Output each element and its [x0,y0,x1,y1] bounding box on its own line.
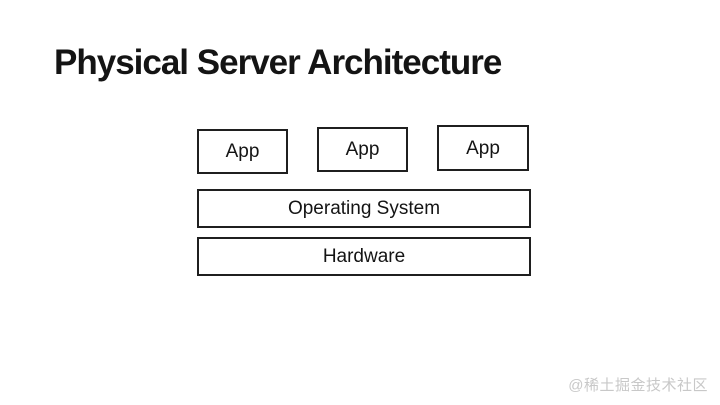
hardware-label: Hardware [322,246,406,267]
app-box-2-label: App [345,139,380,160]
slide-title: Physical Server Architecture [54,43,502,82]
watermark-text: @稀土掘金技术社区 [568,377,708,394]
app-box-3-label: App [466,137,500,159]
app-box-1-label: App [225,141,260,162]
operating-system-box: Operating System [197,189,531,228]
app-box-2: App [317,127,408,172]
app-box-1: App [197,129,288,174]
hardware-box: Hardware [197,237,531,276]
app-box-3: App [437,125,529,171]
operating-system-label: Operating System [287,198,441,219]
